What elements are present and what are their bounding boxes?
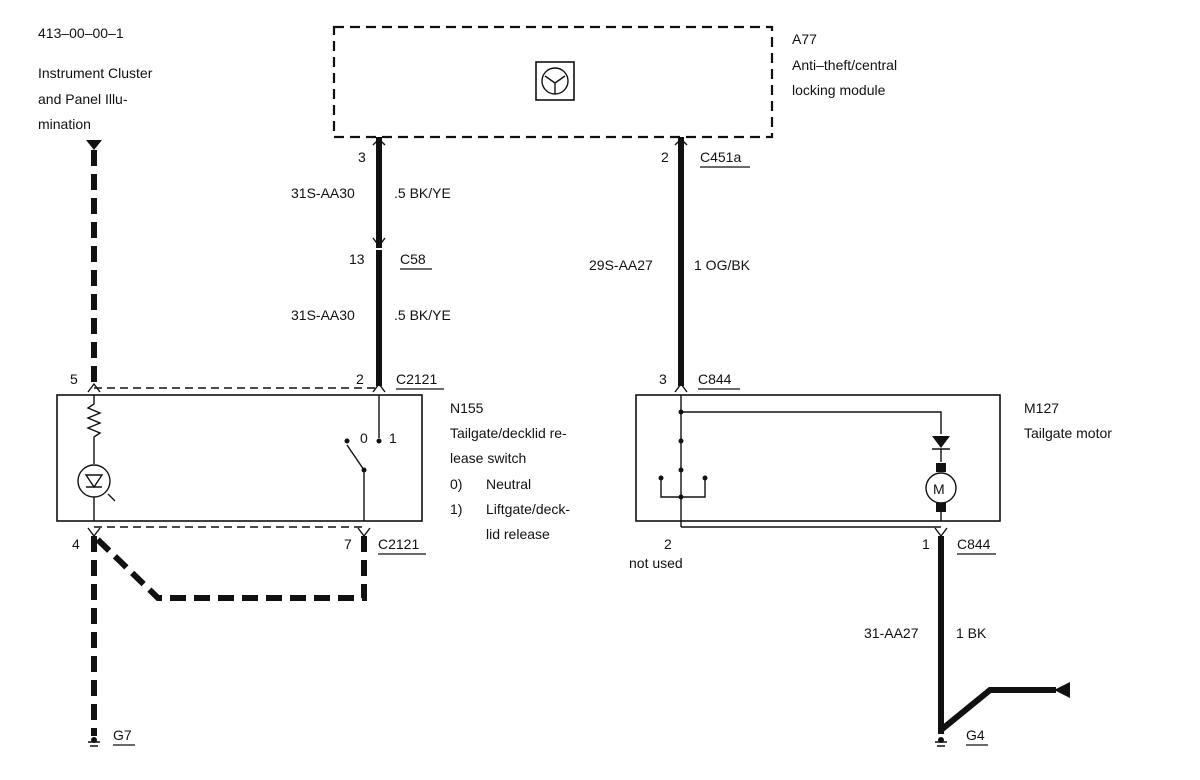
motor-name: Tailgate motor [1024, 425, 1112, 441]
switch-pos-legend-1-num: 1) [450, 501, 462, 517]
wire-right-spec: 1 OG/BK [694, 257, 751, 273]
connector-arrow-splice [1054, 682, 1070, 698]
connector-arrow-pin-4 [87, 527, 101, 538]
motor-bottom-connector: C844 [957, 536, 991, 552]
motor-ground-spec: 1 BK [956, 625, 987, 641]
switch-box [56, 394, 423, 522]
switch-pos-legend-2-text: lid release [486, 526, 550, 542]
connector-arrow-motor-3 [674, 382, 688, 393]
ref-title-line-2: and Panel Illu- [38, 91, 128, 107]
module-pin-3: 3 [358, 149, 366, 165]
motor-pin-2-note: not used [629, 555, 683, 571]
wire-right-circuit: 29S-AA27 [589, 257, 653, 273]
motor-ground-circuit: 31-AA27 [864, 625, 919, 641]
switch-id: N155 [450, 400, 484, 416]
connector-arrow-pin-7 [357, 527, 371, 538]
ref-title-line-1: Instrument Cluster [38, 65, 153, 81]
wire-upper-circuit: 31S-AA30 [291, 185, 355, 201]
module-id: A77 [792, 31, 817, 47]
wire-lower-spec: .5 BK/YE [394, 307, 451, 323]
wire-ground-splice [939, 687, 1056, 733]
switch-pos-0: 0 [360, 430, 368, 446]
wire-pin-7-ground [91, 533, 367, 601]
switch-pin-2: 2 [356, 371, 364, 387]
switch-pos-legend-1-text: Liftgate/deck- [486, 501, 570, 517]
connector-arrow-ref [86, 140, 102, 150]
c58-label: C58 [400, 251, 426, 267]
module-name-line-1: Anti–theft/central [792, 57, 897, 73]
motor-id: M127 [1024, 400, 1059, 416]
switch-top-connector: C2121 [396, 371, 437, 387]
diode-icon [932, 436, 950, 448]
ref-code: 413–00–00–1 [38, 25, 124, 41]
switch-bottom-connector: C2121 [378, 536, 419, 552]
connector-arrow-pin-2 [372, 382, 386, 393]
motor-pin-3: 3 [659, 371, 667, 387]
switch-pos-legend-0-text: Neutral [486, 476, 531, 492]
connector-arrow-c58 [372, 237, 386, 248]
switch-pin-7: 7 [344, 536, 352, 552]
ground-g4-label: G4 [966, 727, 985, 743]
switch-pos-legend-0-num: 0) [450, 476, 462, 492]
motor-symbol: M [933, 481, 945, 497]
switch-pos-1: 1 [389, 430, 397, 446]
ground-g7-label: G7 [113, 727, 132, 743]
motor-box [635, 394, 1001, 522]
switch-name-line-2: lease switch [450, 450, 526, 466]
switch-lever-icon [346, 444, 365, 471]
switch-pin-4: 4 [72, 536, 80, 552]
switch-pin-5: 5 [70, 371, 78, 387]
lamp-icon [77, 464, 111, 498]
motor-pin-1: 1 [922, 536, 930, 552]
connector-arrow-motor-1 [934, 527, 948, 538]
motor-pin-2: 2 [664, 536, 672, 552]
module-icon-frame [535, 61, 575, 101]
wire-lower-circuit: 31S-AA30 [291, 307, 355, 323]
ref-title-line-3: mination [38, 116, 91, 132]
module-box [332, 25, 774, 139]
connector-arrow-module-2 [674, 138, 688, 146]
connector-arrow-module-3 [372, 138, 386, 146]
switch-name-line-1: Tailgate/decklid re- [450, 425, 567, 441]
module-name-line-2: locking module [792, 82, 886, 98]
resistor-icon [86, 395, 102, 464]
c58-pin: 13 [349, 251, 365, 267]
wire-upper-spec: .5 BK/YE [394, 185, 451, 201]
motor-top-connector: C844 [698, 371, 732, 387]
lock-module-icon [541, 67, 569, 95]
module-pin-2: 2 [661, 149, 669, 165]
connector-arrow-pin-5 [87, 382, 101, 393]
module-connector-c451a: C451a [700, 149, 741, 165]
